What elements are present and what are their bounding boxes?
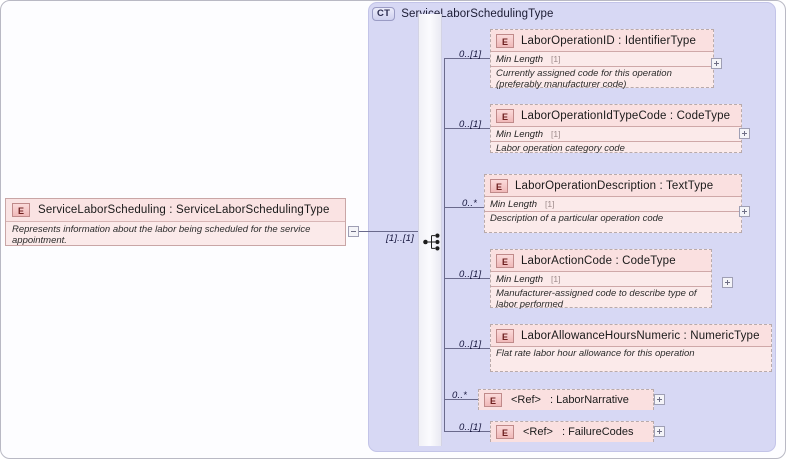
branch-line-4 — [444, 278, 490, 279]
element-icon: E — [496, 253, 514, 268]
element-box-laboroperationidtypecode[interactable]: E LaborOperationIdTypeCode : CodeType Mi… — [490, 104, 742, 154]
element-icon: E — [12, 203, 30, 217]
ref-header: E <Ref> : LaborNarrative — [479, 390, 653, 410]
complextype-header: CT ServiceLaborSchedulingType — [372, 5, 553, 23]
ref-header: E <Ref> : FailureCodes — [491, 422, 653, 442]
ref-label: <Ref> — [511, 394, 541, 406]
root-element-box[interactable]: E ServiceLaborScheduling : ServiceLaborS… — [5, 198, 346, 246]
facet-name: Min Length — [496, 273, 544, 285]
element-description: Flat rate labor hour allowance for this … — [496, 348, 695, 359]
element-description: Description of a particular operation co… — [490, 213, 664, 224]
ref-type: : LaborNarrative — [549, 394, 629, 406]
expand-toggle-laboroperationdescription[interactable] — [739, 206, 750, 217]
ref-label: <Ref> — [523, 426, 553, 438]
root-collapse-toggle[interactable] — [348, 226, 359, 237]
element-box-laboractioncode[interactable]: E LaborActionCode : CodeType Min Length … — [490, 249, 712, 310]
facet-value: [1] — [551, 129, 561, 139]
child-cardinality-4: 0..[1] — [459, 269, 482, 280]
element-box-ref-failurecodes[interactable]: E <Ref> : FailureCodes — [490, 421, 654, 442]
element-title: LaborOperationDescription : TextType — [515, 179, 714, 192]
element-icon: E — [496, 33, 514, 48]
facet-name: Min Length — [490, 198, 538, 210]
sequence-band — [418, 14, 442, 446]
branch-line-1 — [444, 58, 490, 59]
complextype-badge: CT — [372, 7, 396, 21]
expand-toggle-laboractioncode[interactable] — [722, 277, 733, 288]
element-title: LaborOperationIdTypeCode : CodeType — [521, 109, 731, 122]
expand-toggle-laboroperationid[interactable] — [711, 58, 722, 69]
root-element-description: Represents information about the labor b… — [12, 224, 311, 246]
facet-row: Min Length [1] — [491, 272, 711, 287]
element-header: E LaborActionCode : CodeType — [491, 250, 711, 272]
facet-row: Min Length [1] — [485, 197, 741, 212]
element-icon: E — [484, 393, 502, 407]
sequence-icon[interactable] — [423, 233, 443, 251]
expand-toggle-ref-failurecodes[interactable] — [654, 426, 665, 437]
ref-cardinality-2: 0..[1] — [459, 422, 482, 433]
element-icon: E — [496, 328, 514, 343]
facet-row: Min Length [1] — [491, 127, 741, 142]
branch-line-5 — [444, 348, 490, 349]
child-cardinality-3: 0..* — [462, 198, 478, 209]
root-element-header: E ServiceLaborScheduling : ServiceLaborS… — [6, 199, 345, 222]
element-header: E LaborOperationDescription : TextType — [485, 175, 741, 197]
child-cardinality-2: 0..[1] — [459, 119, 482, 130]
root-element-title: ServiceLaborScheduling : ServiceLaborSch… — [38, 204, 330, 216]
compositor-cardinality: [1]..[1] — [386, 233, 415, 244]
branch-line-3 — [444, 207, 484, 208]
element-box-laboroperationid[interactable]: E LaborOperationID : IdentifierType Min … — [490, 29, 714, 90]
element-header: E LaborOperationID : IdentifierType — [491, 30, 713, 52]
ref-cardinality-1: 0..* — [452, 390, 468, 401]
element-title: LaborOperationID : IdentifierType — [521, 34, 696, 47]
ref-type: : FailureCodes — [561, 426, 634, 438]
child-cardinality-1: 0..[1] — [459, 49, 482, 60]
child-cardinality-5: 0..[1] — [459, 339, 482, 350]
facet-value: [1] — [551, 274, 561, 284]
branch-line-6 — [444, 399, 478, 400]
facet-value: [1] — [545, 199, 555, 209]
element-icon: E — [496, 108, 514, 123]
element-box-laborallowancehoursnumeric[interactable]: E LaborAllowanceHoursNumeric : NumericTy… — [490, 324, 772, 372]
element-description: Currently assigned code for this operati… — [496, 68, 672, 90]
expand-toggle-ref-labornarrative[interactable] — [654, 394, 665, 405]
element-title: LaborActionCode : CodeType — [521, 254, 676, 267]
element-icon: E — [490, 178, 508, 193]
facet-value: [1] — [551, 54, 561, 64]
element-description: Labor operation category code — [496, 143, 625, 154]
element-box-ref-labornarrative[interactable]: E <Ref> : LaborNarrative — [478, 389, 654, 410]
element-title: LaborAllowanceHoursNumeric : NumericType — [521, 329, 760, 342]
branch-line-7 — [444, 431, 490, 432]
facet-row: Min Length [1] — [491, 52, 713, 67]
root-to-compositor-line — [359, 231, 418, 232]
tree-trunk-line — [444, 58, 445, 431]
facet-name: Min Length — [496, 128, 544, 140]
branch-line-2 — [444, 128, 490, 129]
facet-name: Min Length — [496, 53, 544, 65]
element-header: E LaborOperationIdTypeCode : CodeType — [491, 105, 741, 127]
expand-toggle-laboroperationidtypecode[interactable] — [739, 128, 750, 139]
element-header: E LaborAllowanceHoursNumeric : NumericTy… — [491, 325, 771, 347]
element-description: Manufacturer-assigned code to describe t… — [496, 288, 697, 310]
element-icon: E — [496, 425, 514, 439]
element-box-laboroperationdescription[interactable]: E LaborOperationDescription : TextType M… — [484, 174, 742, 233]
